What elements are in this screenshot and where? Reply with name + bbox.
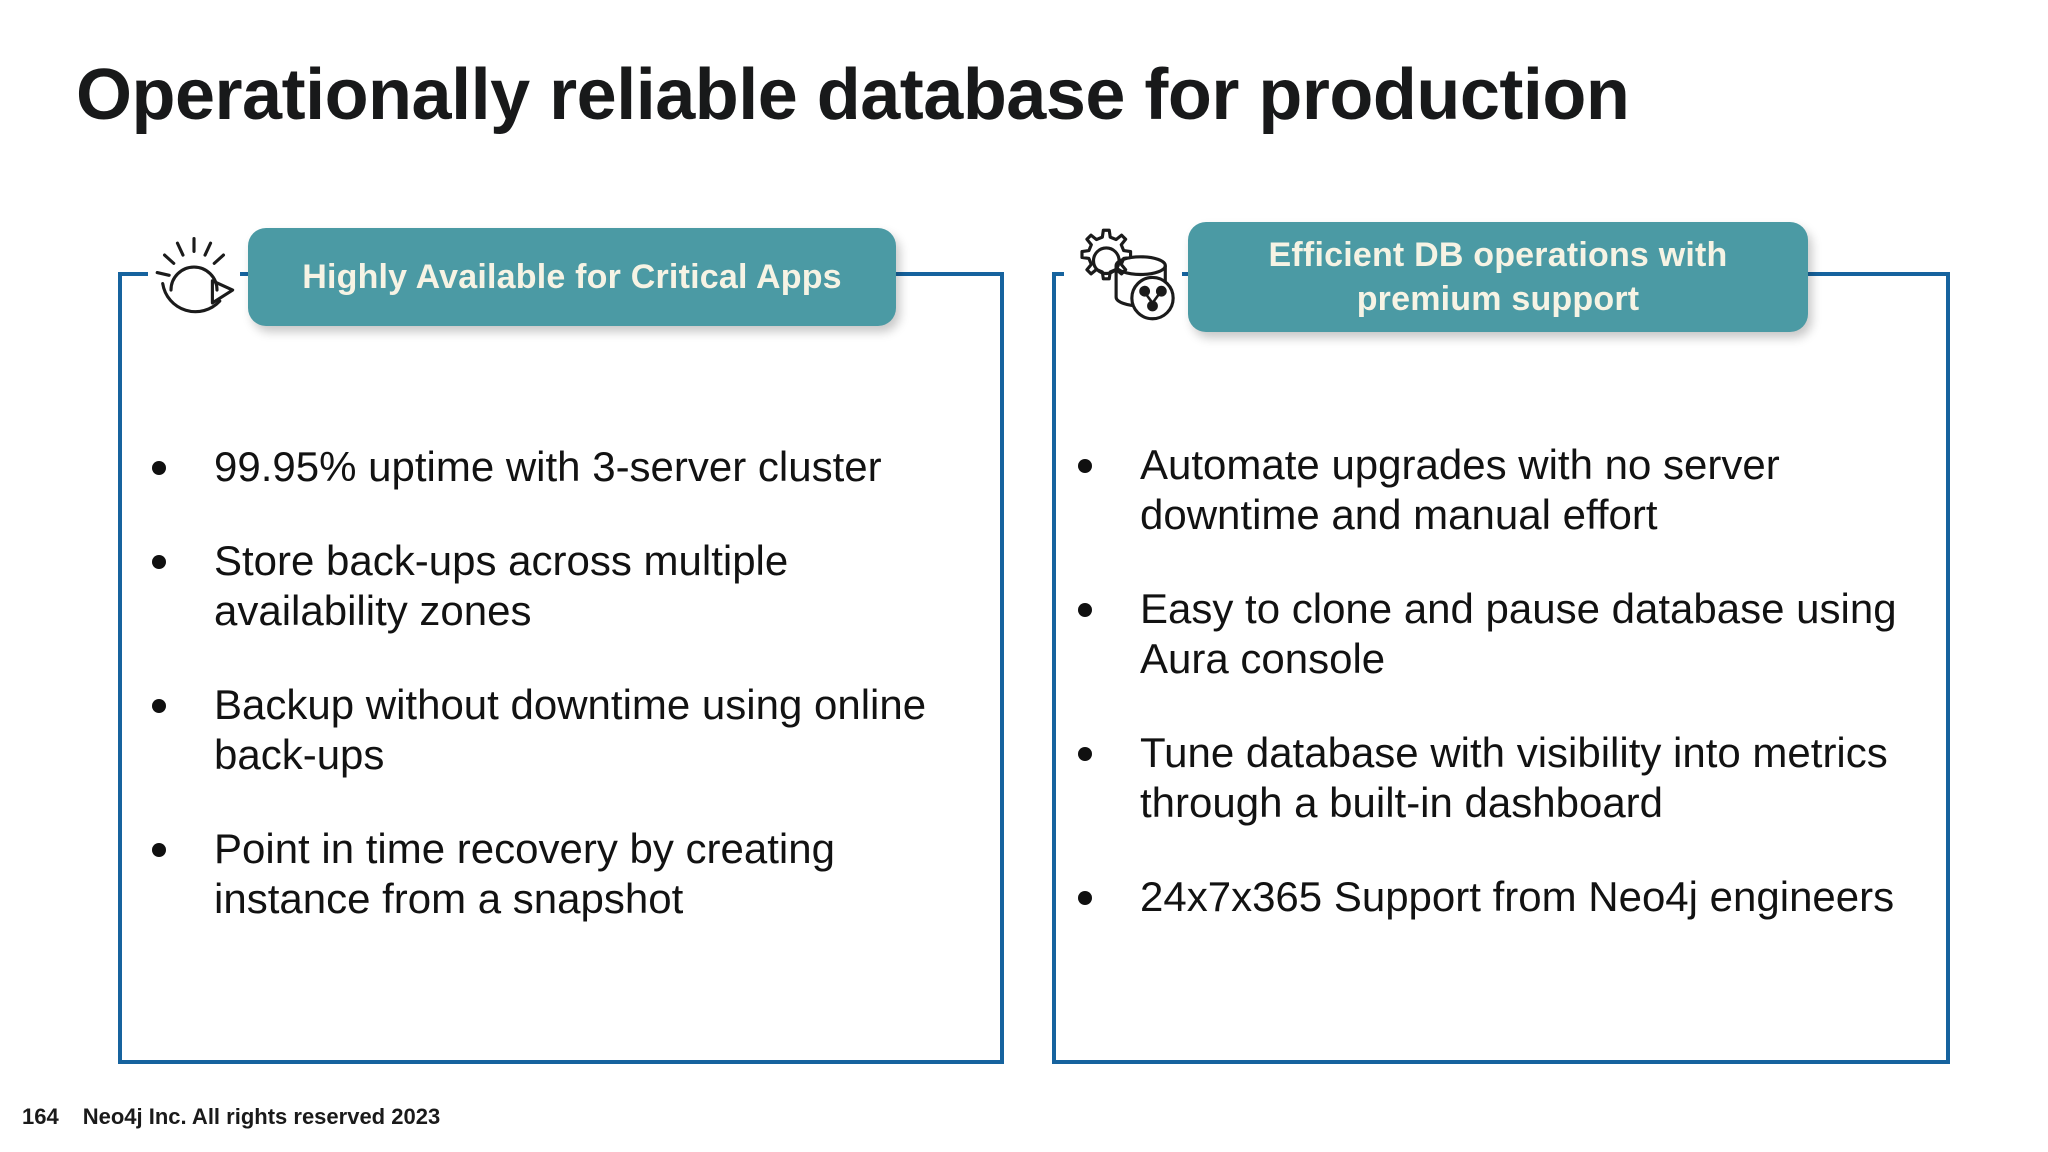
list-item: Tune database with visibility into metri… [1078, 728, 1918, 828]
list-item: Automate upgrades with no server downtim… [1078, 440, 1918, 540]
bullet-list-left: 99.95% uptime with 3-server cluster Stor… [152, 442, 952, 968]
list-item-text: Easy to clone and pause database using A… [1140, 585, 1897, 682]
list-item: Store back-ups across multiple availabil… [152, 536, 952, 636]
pill-highly-available: Highly Available for Critical Apps [248, 228, 896, 326]
list-item-text: 24x7x365 Support from Neo4j engineers [1140, 873, 1895, 920]
list-item: 99.95% uptime with 3-server cluster [152, 442, 952, 492]
copyright-text: Neo4j Inc. All rights reserved 2023 [82, 1104, 441, 1129]
page-number: 164 [22, 1104, 59, 1129]
list-item-text: Automate upgrades with no server downtim… [1140, 441, 1780, 538]
column-frame-right [1052, 272, 1950, 1064]
list-item-text: Tune database with visibility into metri… [1140, 729, 1888, 826]
pill-right-label-line2: premium support [1356, 280, 1640, 318]
bullet-dot-icon [152, 461, 166, 475]
list-item-text: Backup without downtime using online bac… [214, 681, 927, 778]
bullet-dot-icon [1078, 603, 1092, 617]
bullet-dot-icon [1078, 891, 1092, 905]
bullet-list-right: Automate upgrades with no server downtim… [1078, 440, 1918, 966]
list-item: 24x7x365 Support from Neo4j engineers [1078, 872, 1918, 922]
list-item-text: Point in time recovery by creating insta… [214, 825, 835, 922]
bullet-dot-icon [1078, 747, 1092, 761]
slide-footer: 164 Neo4j Inc. All rights reserved 2023 [22, 1104, 440, 1130]
sun-refresh-icon [148, 232, 240, 326]
page-title: Operationally reliable database for prod… [76, 55, 1630, 135]
list-item: Point in time recovery by creating insta… [152, 824, 952, 924]
list-item: Backup without downtime using online bac… [152, 680, 952, 780]
list-item-text: Store back-ups across multiple availabil… [214, 537, 789, 634]
pill-right-label-line1: Efficient DB operations with [1268, 236, 1728, 274]
bullet-dot-icon [152, 555, 166, 569]
bullet-dot-icon [152, 699, 166, 713]
pill-efficient-db-operations: Efficient DB operations with premium sup… [1188, 222, 1808, 332]
list-item: Easy to clone and pause database using A… [1078, 584, 1918, 684]
bullet-dot-icon [1078, 459, 1092, 473]
list-item-text: 99.95% uptime with 3-server cluster [214, 443, 882, 490]
column-frame-left [118, 272, 1004, 1064]
pill-left-label: Highly Available for Critical Apps [302, 258, 842, 296]
bullet-dot-icon [152, 843, 166, 857]
gear-database-graph-icon [1064, 222, 1182, 326]
